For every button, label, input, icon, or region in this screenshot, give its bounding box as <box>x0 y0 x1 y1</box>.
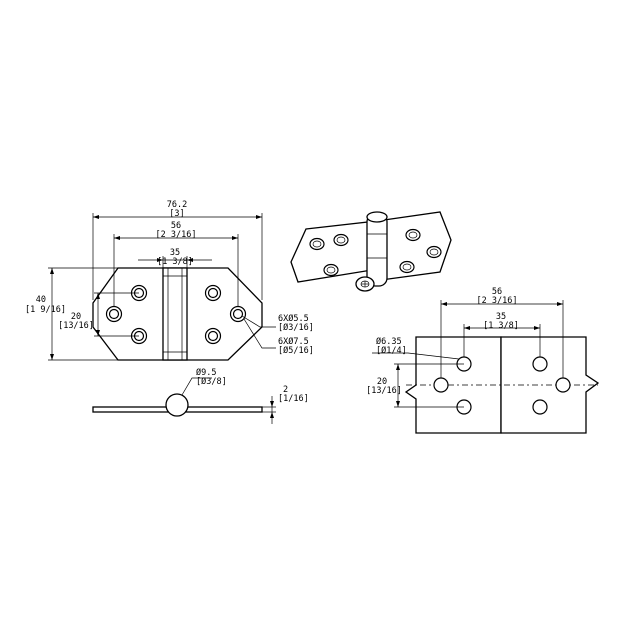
thickness-inch: [1/16] <box>278 394 309 404</box>
dim-hole-pitch: 20 [13/16] <box>58 292 139 337</box>
template-hole-span-inch: [2 3/16] <box>477 296 518 306</box>
dim-pin-diameter: Ø9.5 [Ø3/8] <box>181 367 227 396</box>
pin-diameter-inch: [Ø3/8] <box>196 376 227 387</box>
template-dim-hole-span: 56 [2 3/16] <box>440 287 564 378</box>
hinge-knuckle-pin <box>167 267 183 361</box>
template-hole-pitch-inch: [13/16] <box>366 386 402 396</box>
pin-diameter: Ø9.5 <box>196 367 216 378</box>
dim-hole-span: 56 [2 3/16] <box>113 221 239 306</box>
dim-hole-pitch-value: 20 <box>71 312 81 322</box>
iso-knuckle <box>355 211 388 292</box>
dim-height-value: 40 <box>36 295 46 305</box>
hole-spec-inch: [Ø3/16] <box>278 322 314 333</box>
countersink-spec-inch: [Ø5/16] <box>278 345 314 356</box>
template-knuckle-width-inch: [1 3/8] <box>483 321 519 331</box>
template-hole-span: 56 <box>492 287 502 297</box>
iso-holes <box>309 228 442 277</box>
iso-right-leaf <box>380 211 452 281</box>
side-pin <box>165 393 189 417</box>
template-hole-callout: Ø6.35 [Ø1/4] <box>372 336 460 360</box>
front-view: 76.2 [3] 56 [2 3/16] 35 [1 3/8] <box>25 200 314 361</box>
template-hole-pitch: 20 <box>377 377 387 387</box>
dim-height-inch: [1 9/16] <box>25 305 66 315</box>
iso-left-leaf <box>290 221 373 283</box>
hole-spec: 6XØ5.5 <box>278 313 309 324</box>
countersink-callout: 6XØ7.5 [Ø5/16] <box>243 318 314 356</box>
dim-hole-pitch-inch: [13/16] <box>58 321 94 331</box>
dim-overall-length-value: 76.2 <box>167 200 187 210</box>
dim-hole-span-inch: [2 3/16] <box>156 230 197 240</box>
hole-callout: 6XØ5.5 [Ø3/16] <box>241 313 314 333</box>
template-hole-diameter: Ø6.35 <box>376 336 402 347</box>
countersink-spec: 6XØ7.5 <box>278 336 309 347</box>
side-view: Ø9.5 [Ø3/8] 2 [1/16] <box>92 367 309 424</box>
dim-height: 40 [1 9/16] <box>25 267 118 361</box>
dim-thickness: 2 [1/16] <box>262 385 309 424</box>
template-dim-knuckle-width: 35 [1 3/8] <box>463 312 541 357</box>
dim-hole-span-value: 56 <box>171 221 181 231</box>
thickness: 2 <box>283 385 288 395</box>
template-knuckle-width: 35 <box>496 312 506 322</box>
dim-overall-length-inch: [3] <box>169 209 184 219</box>
template-hole-diameter-inch: [Ø1/4] <box>376 345 407 356</box>
dim-knuckle-width-inch: [1 3/8] <box>157 257 193 267</box>
dim-knuckle-width-value: 35 <box>170 248 180 258</box>
hinge-knuckle <box>162 267 188 361</box>
isometric-view <box>290 211 452 292</box>
template-dim-hole-pitch: 20 [13/16] <box>366 363 464 408</box>
mounting-template-view: 56 [2 3/16] 35 [1 3/8] Ø6.35 [Ø1/4] 20 [… <box>366 287 600 434</box>
dim-overall-length: 76.2 [3] <box>92 200 263 300</box>
dim-knuckle-width: 35 [1 3/8] <box>138 248 212 268</box>
